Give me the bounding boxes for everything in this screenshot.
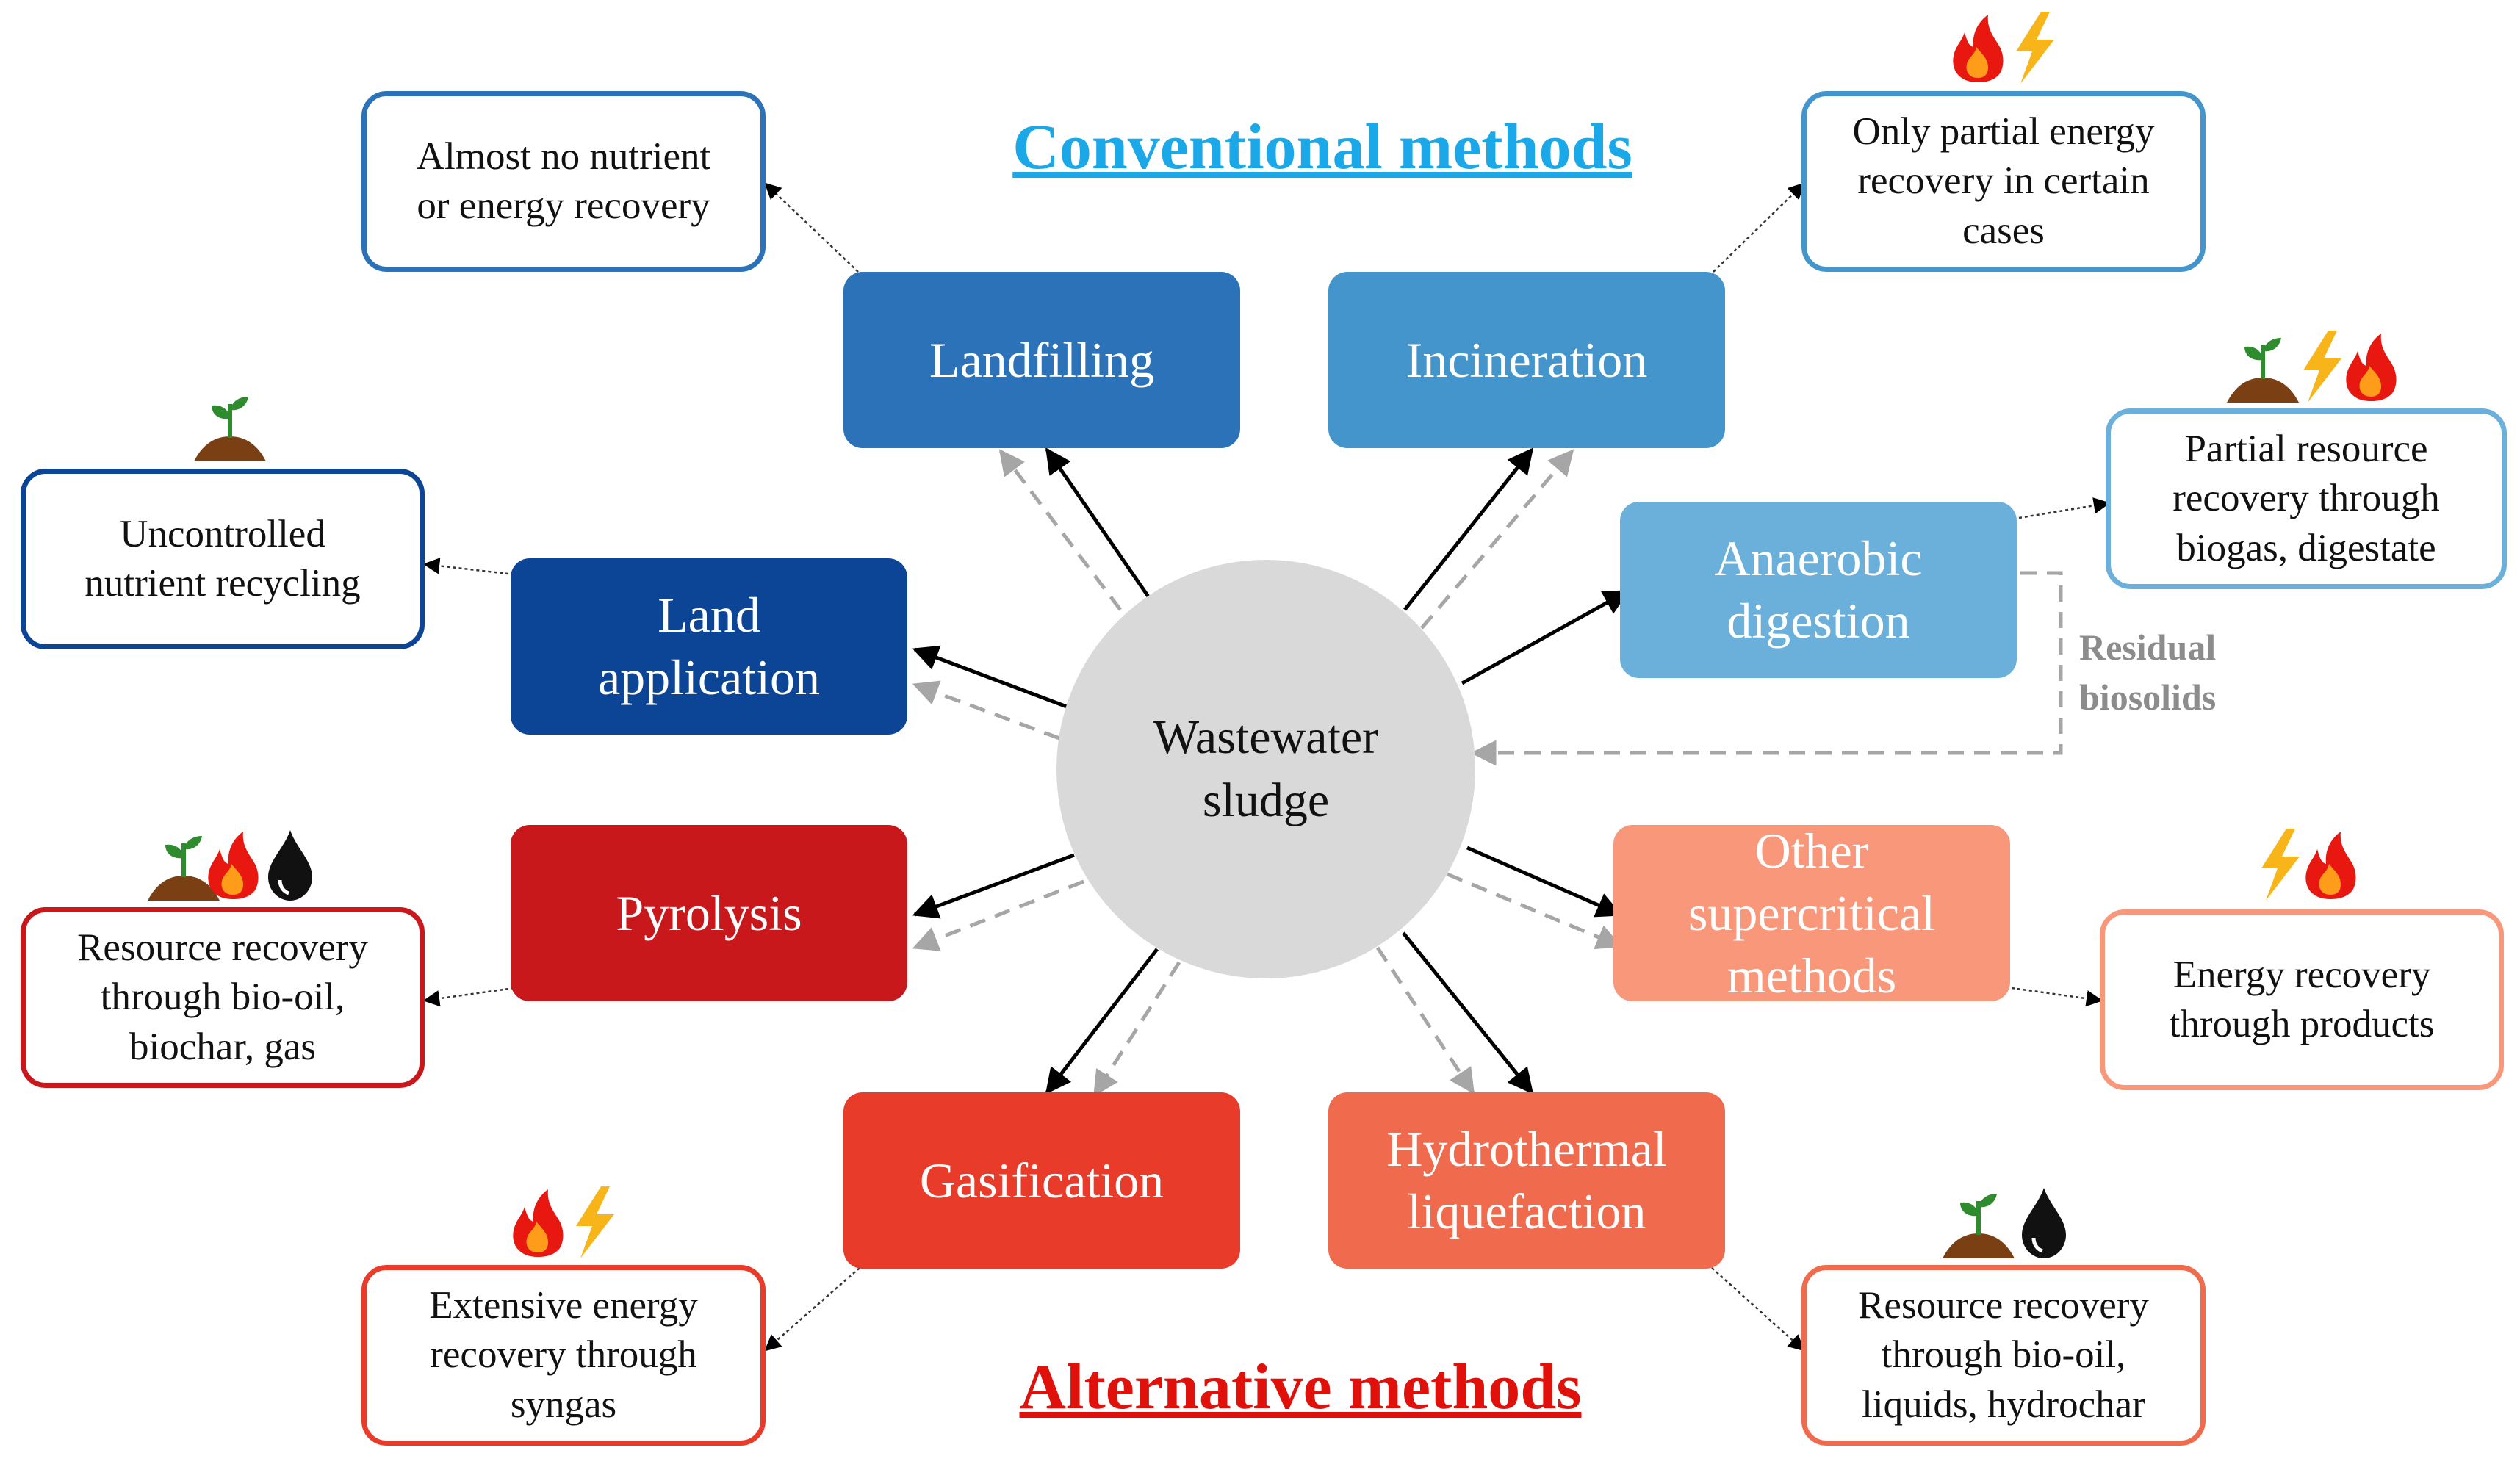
other-supercritical-box: Other supercritical methods bbox=[1613, 823, 2010, 1003]
incineration-icons bbox=[1953, 12, 2054, 84]
landfilling-outcome-box: Almost no nutrient or energy recovery bbox=[361, 91, 766, 272]
other-supercritical-outcome-text: Energy recovery through products bbox=[2169, 953, 2435, 1045]
anaerobic-digestion-box: Anaerobic digestion bbox=[1620, 502, 2017, 678]
gasification-icons bbox=[513, 1186, 614, 1258]
return-from-other-supercritical bbox=[1447, 872, 1623, 950]
arrow-to-land-application bbox=[912, 645, 1068, 709]
land-application-outcome-box: Uncontrolled nutrient recycling bbox=[21, 469, 425, 649]
incineration-outcome-box: Only partial energy recovery in certain … bbox=[1801, 91, 2206, 272]
incineration-box: Incineration bbox=[1328, 272, 1725, 448]
anaerobic-digestion-label: Anaerobic digestion bbox=[1714, 530, 1923, 649]
arrow-to-hydrothermal bbox=[1402, 931, 1534, 1095]
anaerobic-digestion-outcome-text: Partial resource recovery through biogas… bbox=[2172, 428, 2440, 569]
return-from-hydrothermal bbox=[1375, 946, 1475, 1095]
other-supercritical-label: Other supercritical methods bbox=[1688, 822, 1936, 1003]
residual-biosolids-label: Residual biosolids bbox=[2079, 627, 2217, 718]
anaerobic-digestion-outcome-box: Partial resource recovery through biogas… bbox=[2106, 408, 2507, 589]
lightning-icon bbox=[2016, 12, 2054, 84]
lightning-icon bbox=[2303, 331, 2341, 403]
leader-incineration bbox=[1713, 182, 1805, 273]
landfilling-box: Landfilling bbox=[843, 272, 1240, 448]
land-application-label: Land application bbox=[597, 587, 821, 705]
return-from-landfilling bbox=[998, 449, 1122, 611]
alternative-methods-heading: Alternative methods bbox=[1019, 1352, 1582, 1423]
arrow-to-incineration bbox=[1403, 447, 1534, 611]
return-from-land-application bbox=[912, 680, 1060, 740]
leader-other-supercritical bbox=[2011, 987, 2103, 1007]
leader-land-application bbox=[422, 558, 515, 576]
arrow-to-pyrolysis bbox=[912, 853, 1075, 919]
wastewater-sludge-label: Wastewater sludge bbox=[1153, 710, 1379, 827]
wastewater-sludge-node: Wastewater sludge bbox=[1056, 560, 1475, 978]
hydrothermal-icons bbox=[1943, 1188, 2066, 1258]
gasification-box: Gasification bbox=[843, 1092, 1240, 1269]
sprout-icon bbox=[1943, 1194, 2015, 1258]
leader-anaerobic-digestion bbox=[2018, 497, 2111, 519]
other-supercritical-outcome-box: Energy recovery through products bbox=[2100, 909, 2504, 1090]
land-application-box: Land application bbox=[511, 558, 907, 735]
lightning-icon bbox=[2261, 829, 2300, 901]
pyrolysis-outcome-box: Resource recovery through bio-oil, bioch… bbox=[21, 907, 425, 1088]
incineration-outcome-text: Only partial energy recovery in certain … bbox=[1852, 110, 2155, 252]
gasification-outcome-box: Extensive energy recovery through syngas bbox=[361, 1265, 766, 1446]
other-supercritical-icons bbox=[2261, 829, 2356, 901]
fire-icon bbox=[2305, 832, 2356, 899]
pyrolysis-outcome-text: Resource recovery through bio-oil, bioch… bbox=[77, 926, 368, 1068]
hydrothermal-outcome-box: Resource recovery through bio-oil, liqui… bbox=[1801, 1265, 2206, 1446]
pyrolysis-box: Pyrolysis bbox=[511, 825, 907, 1001]
oil-drop-icon bbox=[268, 830, 312, 901]
sprout-icon bbox=[148, 836, 220, 901]
arrow-to-landfilling bbox=[1045, 447, 1152, 600]
oil-drop-icon bbox=[2022, 1188, 2066, 1258]
land-application-outcome-text: Uncontrolled nutrient recycling bbox=[84, 512, 361, 605]
hydrothermal-box: Hydrothermal liquefaction bbox=[1328, 1092, 1725, 1269]
sprout-icon bbox=[194, 397, 266, 461]
hydrothermal-outcome-text: Resource recovery through bio-oil, liqui… bbox=[1858, 1284, 2149, 1426]
leader-landfilling bbox=[764, 182, 859, 273]
pyrolysis-label: Pyrolysis bbox=[616, 884, 802, 941]
hydrothermal-label: Hydrothermal liquefaction bbox=[1386, 1121, 1667, 1239]
incineration-label: Incineration bbox=[1405, 331, 1648, 388]
fire-icon bbox=[513, 1189, 564, 1257]
return-from-pyrolysis bbox=[912, 879, 1084, 951]
lightning-icon bbox=[576, 1186, 614, 1258]
land-application-icons bbox=[194, 397, 266, 461]
fire-icon bbox=[1953, 15, 2004, 82]
landfilling-label: Landfilling bbox=[929, 331, 1154, 388]
residual-biosolids-loop bbox=[1470, 571, 2063, 766]
fire-icon bbox=[208, 832, 259, 899]
return-from-gasification bbox=[1092, 961, 1181, 1097]
leader-pyrolysis bbox=[422, 987, 515, 1007]
landfilling-outcome-text: Almost no nutrient or energy recovery bbox=[416, 134, 711, 227]
return-from-incineration bbox=[1420, 449, 1574, 630]
arrow-to-gasification bbox=[1045, 948, 1159, 1095]
conventional-methods-heading: Conventional methods bbox=[1012, 112, 1632, 183]
pyrolysis-icons bbox=[148, 830, 312, 901]
arrow-to-other-supercritical bbox=[1466, 846, 1623, 918]
arrow-to-anaerobic-digestion bbox=[1461, 589, 1630, 685]
sprout-icon bbox=[2227, 338, 2299, 403]
anaerobic-digestion-icons bbox=[2227, 331, 2397, 403]
gasification-outcome-text: Extensive energy recovery through syngas bbox=[429, 1284, 698, 1426]
leader-gasification bbox=[764, 1267, 860, 1352]
leader-hydrothermal bbox=[1711, 1267, 1805, 1352]
gasification-label: Gasification bbox=[919, 1152, 1164, 1208]
fire-icon bbox=[2346, 334, 2397, 401]
